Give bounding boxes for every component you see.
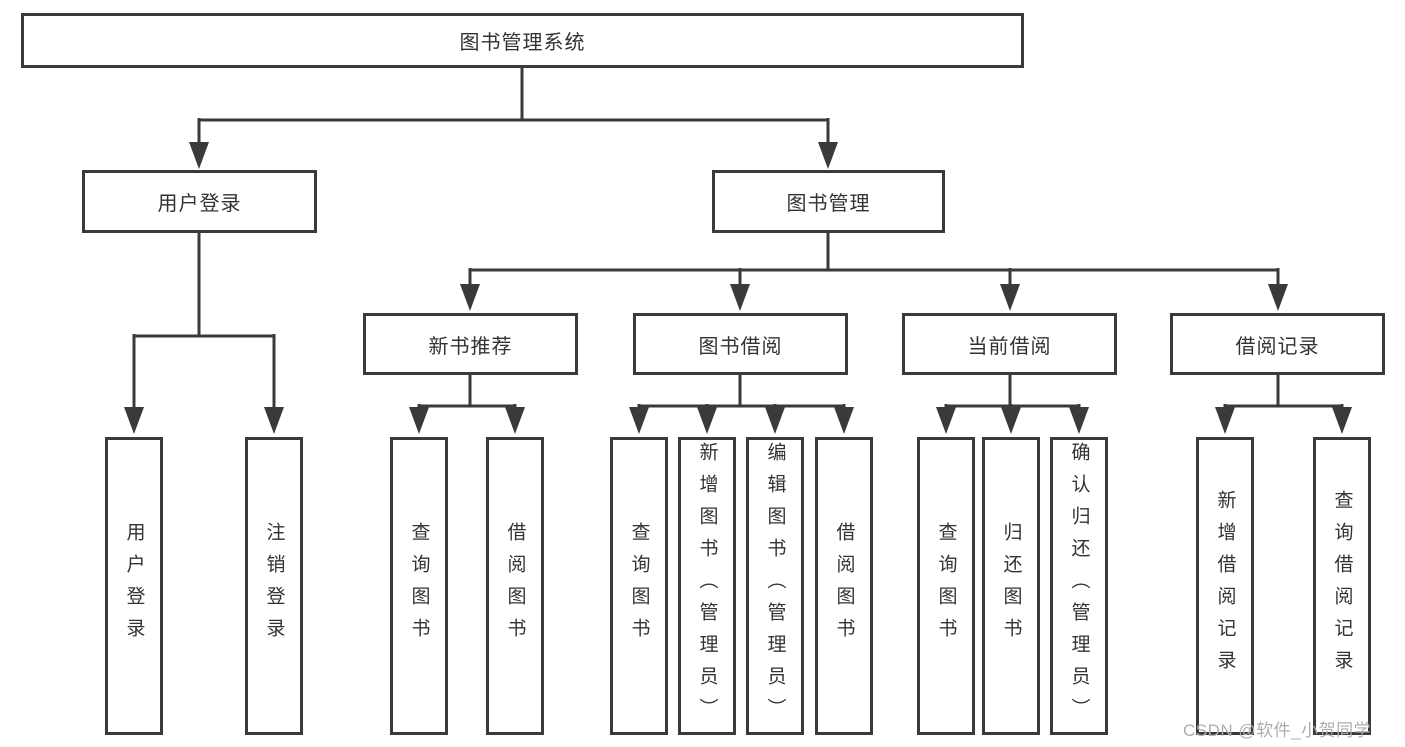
node-book-borrow-label: 图书借阅 — [698, 335, 783, 358]
node-root-label: 图书管理系统 — [459, 32, 586, 54]
arrowhead-icon — [264, 407, 284, 434]
arrowhead-icon — [505, 407, 525, 434]
leaf-query-book-borrow: 查询图书 — [610, 437, 668, 735]
leaf-query-book-recommend-label: 查询图书 — [408, 522, 430, 650]
arrowhead-icon — [1332, 407, 1352, 434]
leaf-query-book-recommend: 查询图书 — [390, 437, 448, 735]
leaf-confirm-return-admin: 确认归还（管理员） — [1050, 437, 1108, 735]
arrowhead-icon — [834, 407, 854, 434]
leaf-borrow-book: 借阅图书 — [815, 437, 873, 735]
leaf-logout-login: 注销登录 — [245, 437, 303, 735]
arrowhead-icon — [460, 284, 480, 311]
connector-current-borrow — [936, 375, 1089, 434]
leaf-user-login-label: 用户登录 — [123, 522, 145, 650]
leaf-add-borrow-record: 新增借阅记录 — [1196, 437, 1254, 735]
leaf-logout-login-label: 注销登录 — [263, 522, 285, 650]
leaf-add-borrow-record-label: 新增借阅记录 — [1214, 490, 1236, 682]
node-new-book-recommend: 新书推荐 — [363, 313, 578, 375]
arrowhead-icon — [1069, 407, 1089, 434]
arrowhead-icon — [818, 142, 838, 169]
leaf-user-login: 用户登录 — [105, 437, 163, 735]
leaf-edit-book-admin: 编辑图书（管理员） — [746, 437, 804, 735]
connector-book-management — [460, 233, 1288, 311]
node-borrow-record-label: 借阅记录 — [1235, 335, 1320, 358]
node-book-borrow: 图书借阅 — [633, 313, 848, 375]
arrowhead-icon — [730, 284, 750, 311]
arrowhead-icon — [189, 142, 209, 169]
connector-new-book-recommend — [409, 375, 525, 434]
arrowhead-icon — [1268, 284, 1288, 311]
node-current-borrow-label: 当前借阅 — [967, 335, 1052, 358]
leaf-borrow-book-label: 借阅图书 — [833, 522, 855, 650]
leaf-add-book-admin-label: 新增图书（管理员） — [696, 442, 718, 730]
leaf-query-borrow-record-label: 查询借阅记录 — [1331, 490, 1353, 682]
connector-borrow-record — [1215, 375, 1352, 434]
connector-user-login — [124, 233, 284, 434]
connector-root — [189, 68, 838, 169]
arrowhead-icon — [1001, 407, 1021, 434]
node-borrow-record: 借阅记录 — [1170, 313, 1385, 375]
arrowhead-icon — [124, 407, 144, 434]
node-user-login-label: 用户登录 — [157, 193, 242, 215]
arrowhead-icon — [1215, 407, 1235, 434]
node-root: 图书管理系统 — [21, 13, 1024, 68]
csdn-watermark: CSDN @软件_小贺同学 — [1183, 721, 1372, 740]
arrowhead-icon — [936, 407, 956, 434]
arrowhead-icon — [697, 407, 717, 434]
node-new-book-recommend-label: 新书推荐 — [428, 335, 513, 358]
leaf-return-book: 归还图书 — [982, 437, 1040, 735]
arrowhead-icon — [409, 407, 429, 434]
arrowhead-icon — [629, 407, 649, 434]
leaf-borrow-book-recommend: 借阅图书 — [486, 437, 544, 735]
arrowhead-icon — [765, 407, 785, 434]
node-current-borrow: 当前借阅 — [902, 313, 1117, 375]
leaf-query-book-borrow-label: 查询图书 — [628, 522, 650, 650]
node-book-management-label: 图书管理 — [786, 193, 871, 215]
connector-book-borrow — [629, 375, 854, 434]
leaf-query-book-current-label: 查询图书 — [935, 522, 957, 650]
node-user-login: 用户登录 — [82, 170, 317, 233]
leaf-query-book-current: 查询图书 — [917, 437, 975, 735]
leaf-edit-book-admin-label: 编辑图书（管理员） — [764, 442, 786, 730]
leaf-query-borrow-record: 查询借阅记录 — [1313, 437, 1371, 735]
leaf-confirm-return-admin-label: 确认归还（管理员） — [1068, 442, 1090, 730]
leaf-borrow-book-recommend-label: 借阅图书 — [504, 522, 526, 650]
leaf-add-book-admin: 新增图书（管理员） — [678, 437, 736, 735]
leaf-return-book-label: 归还图书 — [1000, 522, 1022, 650]
node-book-management: 图书管理 — [712, 170, 945, 233]
arrowhead-icon — [1000, 284, 1020, 311]
